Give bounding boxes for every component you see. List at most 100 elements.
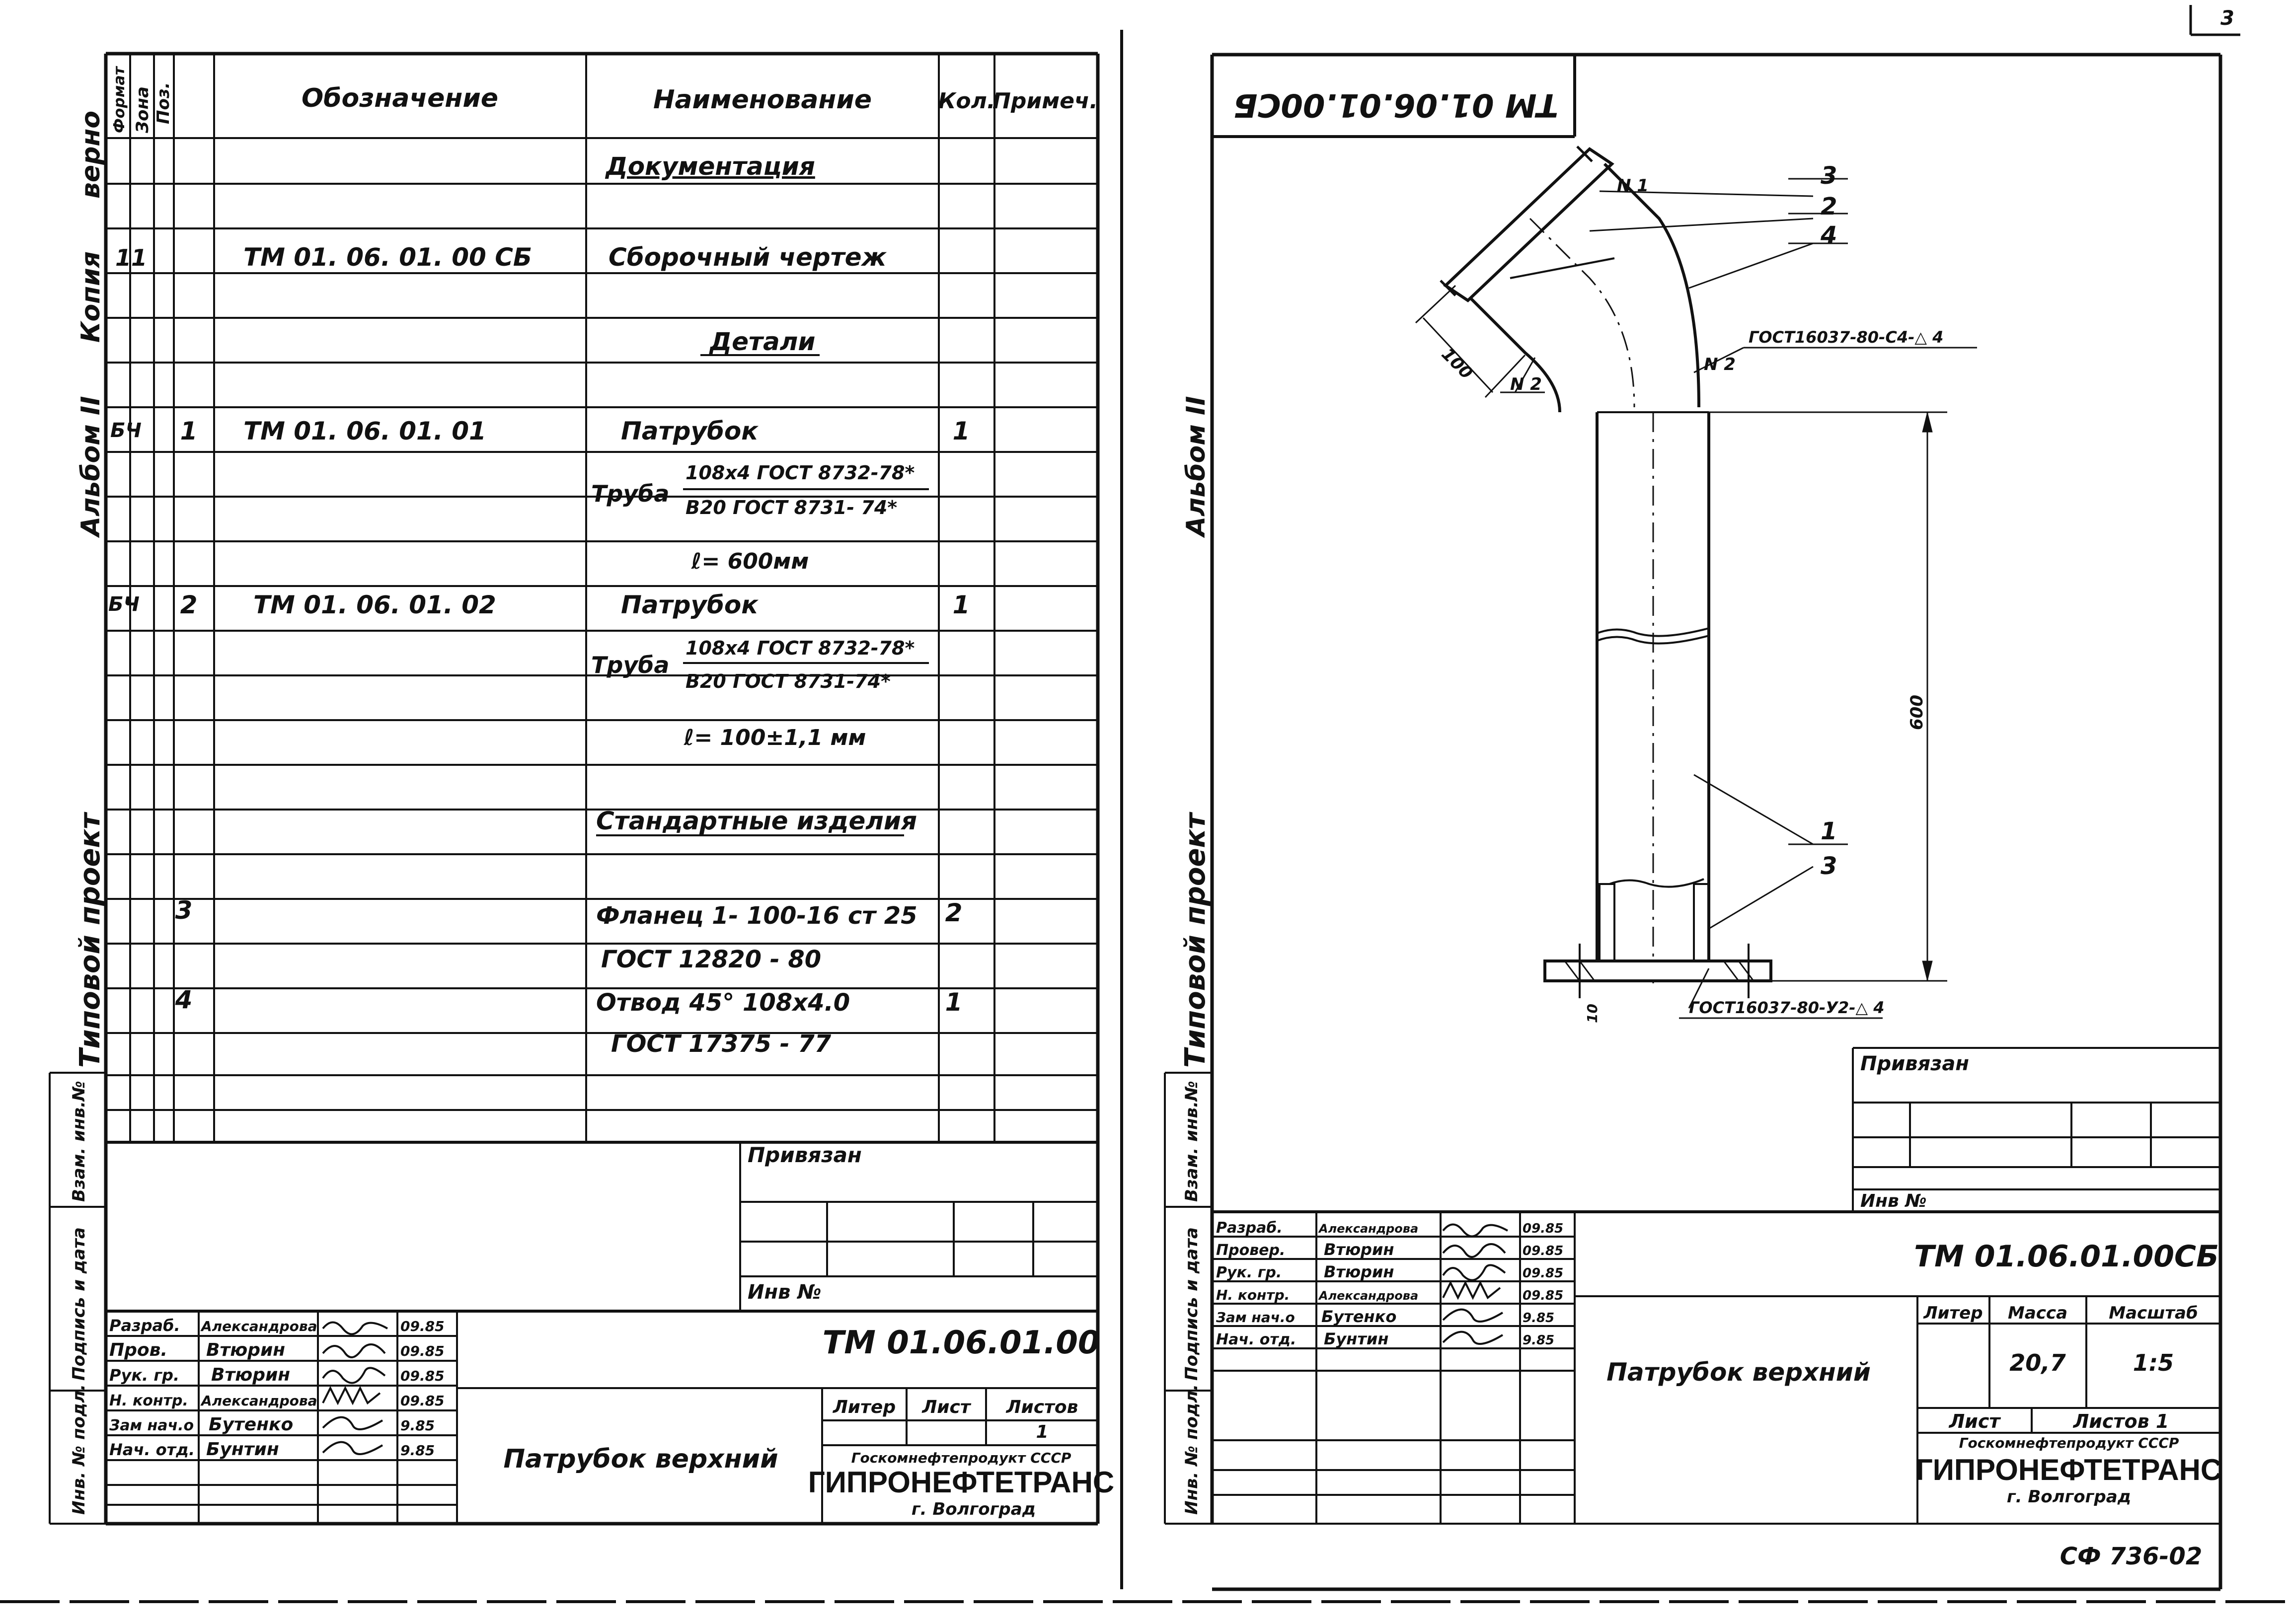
header-kol: Кол. (938, 88, 995, 114)
row8-length: ℓ= 100±1,1 мм (684, 725, 866, 750)
row3-naimenovanie: Патрубок (621, 417, 759, 445)
right-listov: Листов 1 (2073, 1410, 2169, 1432)
side-label-album: Альбом II (76, 396, 106, 538)
left-privyazan-label: Привязан (748, 1143, 862, 1167)
section-dokumentaciya: Документация (605, 152, 815, 181)
callout-3-top: 3 (1821, 162, 1837, 190)
right-org-top: Госкомнефтепродукт СССР (1959, 1435, 2179, 1451)
rotated-code: ТМ 01.06.01.00СБ (1233, 86, 1559, 123)
right-role-1: Провер. (1216, 1242, 1285, 1259)
right-role-2: Рук. гр. (1216, 1264, 1282, 1281)
right-massa: Масса (2008, 1303, 2067, 1323)
row6-naimenovanie: Патрубок (621, 591, 759, 619)
left-date-0: 09.85 (400, 1318, 445, 1334)
row4-frac-bot: В20 ГОСТ 8731- 74* (686, 497, 897, 518)
row10-poz: 3 (175, 896, 193, 925)
right-date-3: 09.85 (1523, 1288, 1563, 1303)
right-date-4: 9.85 (1523, 1311, 1554, 1326)
left-role-2: Рук. гр. (109, 1366, 179, 1385)
row5-length: ℓ= 600мм (691, 549, 809, 574)
left-role-1: Пров. (109, 1340, 167, 1360)
right-title: Патрубок верхний (1606, 1358, 1871, 1387)
spec-table-grid (106, 54, 1098, 1144)
top-flange (1443, 147, 1614, 302)
right-side-vzam: Взам. инв.№ (1182, 1081, 1202, 1202)
row13-naimenovanie: ГОСТ 17375 - 77 (611, 1030, 832, 1058)
callout-1: 1 (1821, 817, 1837, 845)
left-role-0: Разраб. (109, 1316, 180, 1335)
header-oboznachenie: Обозначение (302, 83, 498, 113)
right-privyazan-label: Привязан (1860, 1052, 1969, 1075)
right-designation: ТМ 01.06.01.00СБ (1914, 1239, 2219, 1274)
row4-pipe-label: Труба (591, 480, 669, 507)
gost-top: ГОСТ16037-80-С4-△ 4 (1749, 328, 1943, 347)
row6-poz: 2 (180, 591, 198, 619)
left-role-5: Нач. отд. (109, 1440, 195, 1459)
footer-code: СФ 736-02 (2060, 1543, 2202, 1570)
weld-n2-left: N 2 (1510, 374, 1542, 394)
right-side-inv: Инв. № подл. (1182, 1384, 1202, 1515)
left-sheet: Копия верно Альбом II Типовой проект Вза… (49, 52, 1114, 1526)
row11-naimenovanie: ГОСТ 12820 - 80 (601, 946, 821, 973)
header-primech: Примеч. (992, 88, 1098, 114)
right-side-podpis: Подпись и дата (1182, 1227, 1202, 1381)
dim-600: 600 (1907, 695, 1927, 730)
row7-pipe-label: Труба (591, 652, 669, 678)
side-label-project: Типовой проект (74, 812, 106, 1068)
right-name-2: Втюрин (1324, 1262, 1394, 1281)
row10-kol: 2 (945, 898, 963, 927)
right-massa-value: 20,7 (2009, 1349, 2066, 1376)
right-date-2: 09.85 (1523, 1266, 1563, 1281)
left-date-2: 09.85 (400, 1368, 445, 1384)
row3-poz: 1 (180, 417, 198, 445)
right-side-album: Альбом II (1181, 396, 1211, 538)
right-sheet: 3 ТМ 01.06.01.00СБ Альбом II Типовой про… (1164, 5, 2240, 1591)
left-listov: Листов (1006, 1397, 1078, 1417)
row3-kol: 1 (953, 417, 970, 445)
left-name-5: Бунтин (206, 1439, 279, 1460)
row12-poz: 4 (175, 985, 193, 1014)
side-label-kopia: Копия (76, 251, 106, 343)
row6-format: БЧ (108, 593, 140, 616)
left-designation: ТМ 01.06.01.00 (823, 1325, 1100, 1361)
left-listov-value: 1 (1036, 1422, 1048, 1442)
callout-4: 4 (1820, 221, 1837, 249)
right-signatures: Разраб. Александрова 09.85 Провер. Втюри… (1216, 1219, 1563, 1348)
header-naimenovanie: Наименование (653, 85, 872, 115)
row6-kol: 1 (953, 591, 970, 619)
left-list: Лист (921, 1397, 971, 1417)
left-name-1: Втюрин (206, 1340, 285, 1360)
right-masshtab: Масштаб (2109, 1303, 2198, 1323)
row1-oboznachenie: ТМ 01. 06. 01. 00 СБ (243, 243, 532, 272)
elbow-outer (1603, 162, 1700, 408)
left-date-4: 9.85 (400, 1417, 435, 1434)
callout-3-bottom: 3 (1821, 852, 1837, 880)
gost-bottom: ГОСТ16037-80-У2-△ 4 (1689, 998, 1885, 1017)
header-zona: Зона (133, 86, 153, 134)
left-city: г. Волгоград (912, 1499, 1036, 1519)
header-poz: Поз. (153, 82, 173, 125)
row7-frac-bot: В20 ГОСТ 8731-74* (686, 670, 891, 692)
left-name-4: Бутенко (209, 1414, 293, 1435)
left-org-top: Госкомнефтепродукт СССР (851, 1450, 1071, 1466)
left-name-0: Александрова (200, 1318, 317, 1334)
row3-format: БЧ (110, 419, 142, 442)
section-detali: Детали (709, 327, 816, 356)
weld-n1: N 1 (1617, 176, 1649, 196)
weld-n2-right: N 2 (1704, 355, 1736, 374)
row12-kol: 1 (945, 988, 963, 1017)
right-name-4: Бутенко (1321, 1307, 1396, 1326)
right-list: Лист (1949, 1410, 2001, 1432)
right-city: г. Волгоград (2007, 1487, 2131, 1507)
elbow-inner (1469, 296, 1561, 413)
right-name-5: Бунтин (1324, 1329, 1388, 1348)
row7-frac-top: 108х4 ГОСТ 8732-78* (686, 637, 915, 659)
row10-naimenovanie: Фланец 1- 100-16 ст 25 (596, 902, 917, 930)
side-label-vzam: Взам. инв.№ (69, 1081, 89, 1202)
side-label-podpis: Подпись и дата (69, 1227, 89, 1381)
right-litera: Литер (1923, 1303, 1983, 1323)
row1-naimenovanie: Сборочный чертеж (609, 243, 887, 272)
row3-oboznachenie: ТМ 01. 06. 01. 01 (243, 417, 486, 445)
left-date-5: 9.85 (400, 1442, 435, 1459)
